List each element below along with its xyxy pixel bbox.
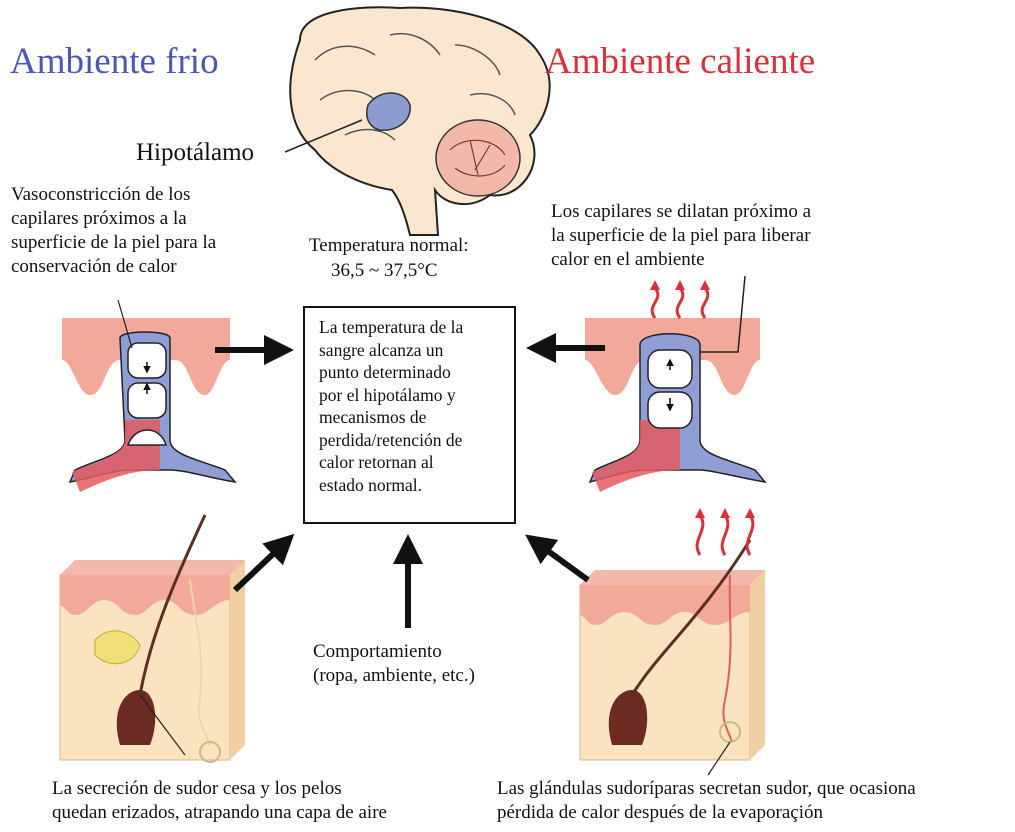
behavior-caption: Comportamiento (ropa, ambiente, etc.) xyxy=(313,641,475,686)
brain-illustration xyxy=(284,6,551,236)
homeostasis-box: La temperatura de la sangre alcanza un p… xyxy=(303,306,516,524)
cold-capillaries-caption: Vasoconstricción de los capilares próxim… xyxy=(11,184,217,277)
hot-capillaries-caption: Los capilares se dilatan próximo a la su… xyxy=(551,201,812,270)
hot-capillary-illustration xyxy=(585,275,767,492)
hot-skin-illustration xyxy=(579,508,765,776)
normal-temperature-label: Temperatura normal: xyxy=(309,235,469,256)
normal-temperature-range: 36,5 ~ 37,5°C xyxy=(331,260,438,281)
cold-capillary-illustration xyxy=(62,299,237,492)
hot-sweat-caption: Las glándulas sudoríparas secretan sudor… xyxy=(497,778,916,823)
cold-sweat-caption: La secreción de sudor cesa y los pelos q… xyxy=(52,778,387,823)
cold-environment-title: Ambiente frio xyxy=(10,41,219,82)
flow-arrows xyxy=(215,333,605,628)
cold-skin-illustration xyxy=(59,514,245,763)
hot-environment-title: Ambiente caliente xyxy=(545,41,816,82)
hypothalamus-label: Hipotálamo xyxy=(136,139,255,166)
